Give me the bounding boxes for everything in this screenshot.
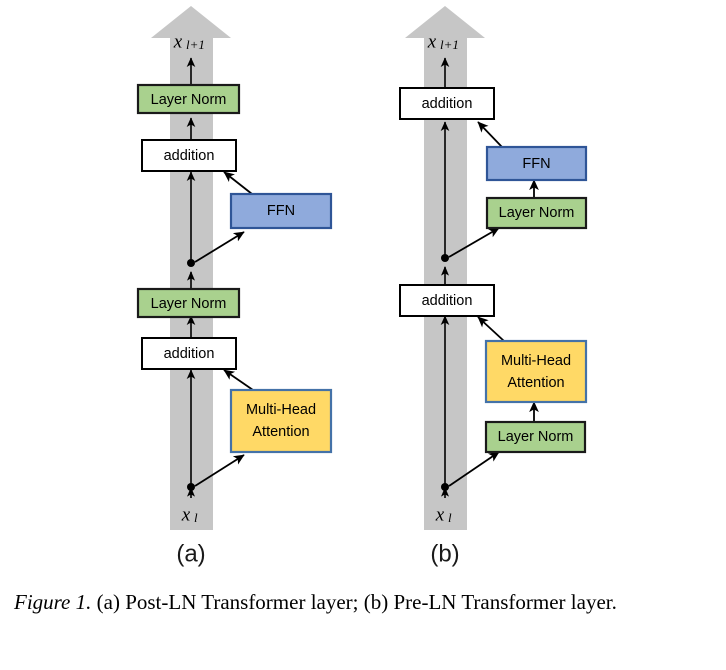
output-label-a: x l+1: [173, 31, 205, 52]
node-attention-a[interactable]: Multi-Head Attention: [229, 388, 333, 454]
output-var-sub: l+1: [186, 37, 205, 52]
node-label: Layer Norm: [151, 92, 227, 108]
node-attention-b[interactable]: Multi-Head Attention: [484, 339, 588, 404]
node-addition-top-a[interactable]: addition: [141, 139, 237, 172]
output-label-b: x l+1: [427, 31, 459, 52]
figure-number: Figure 1.: [14, 590, 92, 614]
node-label: Layer Norm: [499, 205, 575, 221]
node-layer-norm-top-b[interactable]: Layer Norm: [485, 196, 588, 230]
node-label: addition: [422, 96, 473, 112]
node-addition-bottom-a[interactable]: addition: [141, 337, 237, 370]
edge-junction-to-layernorm-bottom-b: [448, 451, 500, 487]
node-label: addition: [422, 293, 473, 309]
output-var-x: x: [427, 31, 437, 52]
node-layer-norm-bottom-a[interactable]: Layer Norm: [136, 287, 241, 319]
branch-junction-dot-top-a: [187, 259, 195, 267]
node-label: Layer Norm: [498, 429, 574, 445]
node-label-line2: Attention: [252, 424, 309, 440]
edge-junction-to-attention-a: [194, 454, 245, 487]
input-var-sub: l: [448, 510, 452, 525]
output-var-sub: l+1: [440, 37, 459, 52]
branch-junction-dot-bottom-b: [441, 483, 449, 491]
edge-junction-to-layernorm-top-b: [448, 227, 500, 258]
node-label-line1: Multi-Head: [501, 353, 571, 369]
node-label: FFN: [267, 203, 295, 219]
node-ffn-b[interactable]: FFN: [485, 145, 588, 182]
figure-caption-body: (a) Post-LN Transformer layer; (b) Pre-L…: [91, 590, 617, 614]
node-ffn-a[interactable]: FFN: [229, 192, 333, 230]
node-label: addition: [164, 148, 215, 164]
node-layer-norm-bottom-b[interactable]: Layer Norm: [484, 420, 587, 454]
output-var-x: x: [173, 31, 183, 52]
edge-attention-to-addition-a: [223, 369, 254, 391]
input-var-x: x: [181, 504, 191, 525]
node-label-line1: Multi-Head: [246, 402, 316, 418]
edge-ffn-to-addition-b: [477, 121, 503, 148]
input-var-x: x: [435, 504, 445, 525]
transformer-layer-diagram: x l+1 x l: [136, 6, 588, 567]
figure-caption: Figure 1. (a) Post-LN Transformer layer;…: [14, 588, 714, 617]
edge-junction-to-ffn-a: [194, 231, 245, 263]
node-label: Layer Norm: [151, 296, 227, 312]
panel-b: x l+1 x l: [399, 6, 588, 567]
input-label-b: x l: [435, 504, 452, 525]
panel-label-a: (a): [176, 540, 205, 567]
node-label: FFN: [522, 156, 550, 172]
branch-junction-dot-top-b: [441, 254, 449, 262]
node-label: addition: [164, 346, 215, 362]
node-label-line2: Attention: [507, 375, 564, 391]
panel-a: x l+1 x l: [136, 6, 333, 567]
branch-junction-dot-bottom-a: [187, 483, 195, 491]
input-var-sub: l: [194, 510, 198, 525]
input-label-a: x l: [181, 504, 198, 525]
node-layer-norm-top-a[interactable]: Layer Norm: [136, 83, 241, 115]
edge-ffn-to-addition-a: [223, 171, 253, 195]
node-addition-bottom-b[interactable]: addition: [399, 284, 495, 317]
edge-attention-to-addition-b: [477, 316, 505, 342]
panel-label-b: (b): [430, 540, 459, 567]
node-addition-top-b[interactable]: addition: [399, 87, 495, 120]
